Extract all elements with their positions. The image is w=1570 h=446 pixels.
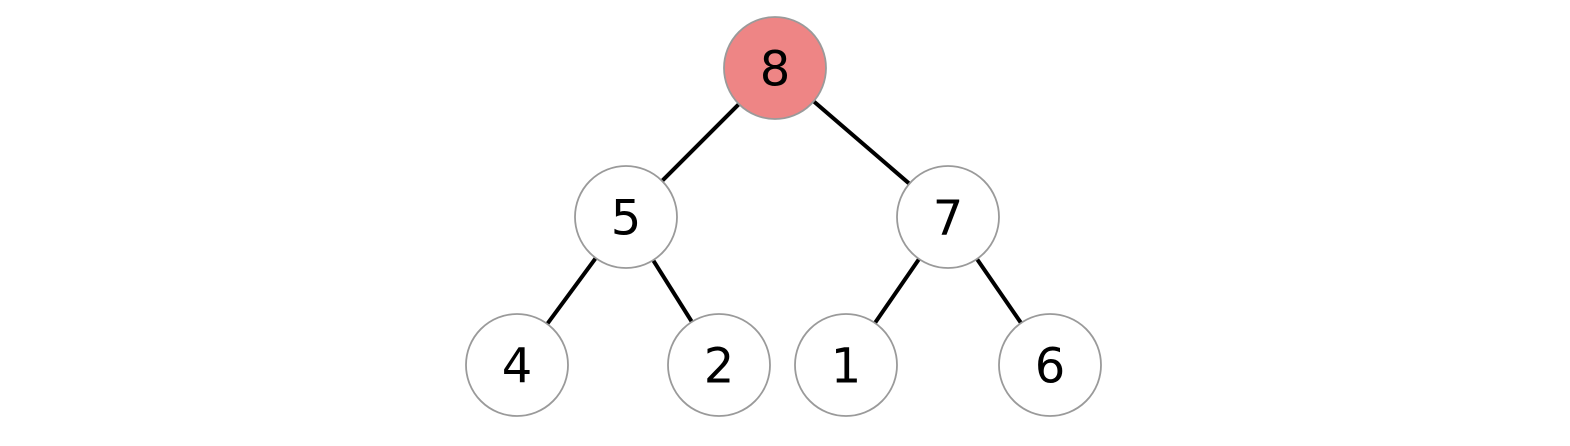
tree-node-6: 6 [998,313,1102,417]
tree-node-8: 8 [723,16,827,120]
node-label: 6 [1035,338,1066,394]
tree-node-4: 4 [465,313,569,417]
node-label: 5 [611,190,642,246]
tree-node-7: 7 [896,165,1000,269]
tree-node-5: 5 [574,165,678,269]
tree-node-2: 2 [667,313,771,417]
node-circle [998,313,1102,417]
node-circle [465,313,569,417]
node-circle [667,313,771,417]
node-circle [896,165,1000,269]
node-circle-highlighted [723,16,827,120]
node-label: 4 [502,338,533,394]
node-circle [794,313,898,417]
tree-node-1: 1 [794,313,898,417]
node-label: 7 [933,190,964,246]
node-label: 2 [704,338,735,394]
node-circle [574,165,678,269]
node-label: 1 [831,338,862,394]
node-label: 8 [760,41,791,97]
